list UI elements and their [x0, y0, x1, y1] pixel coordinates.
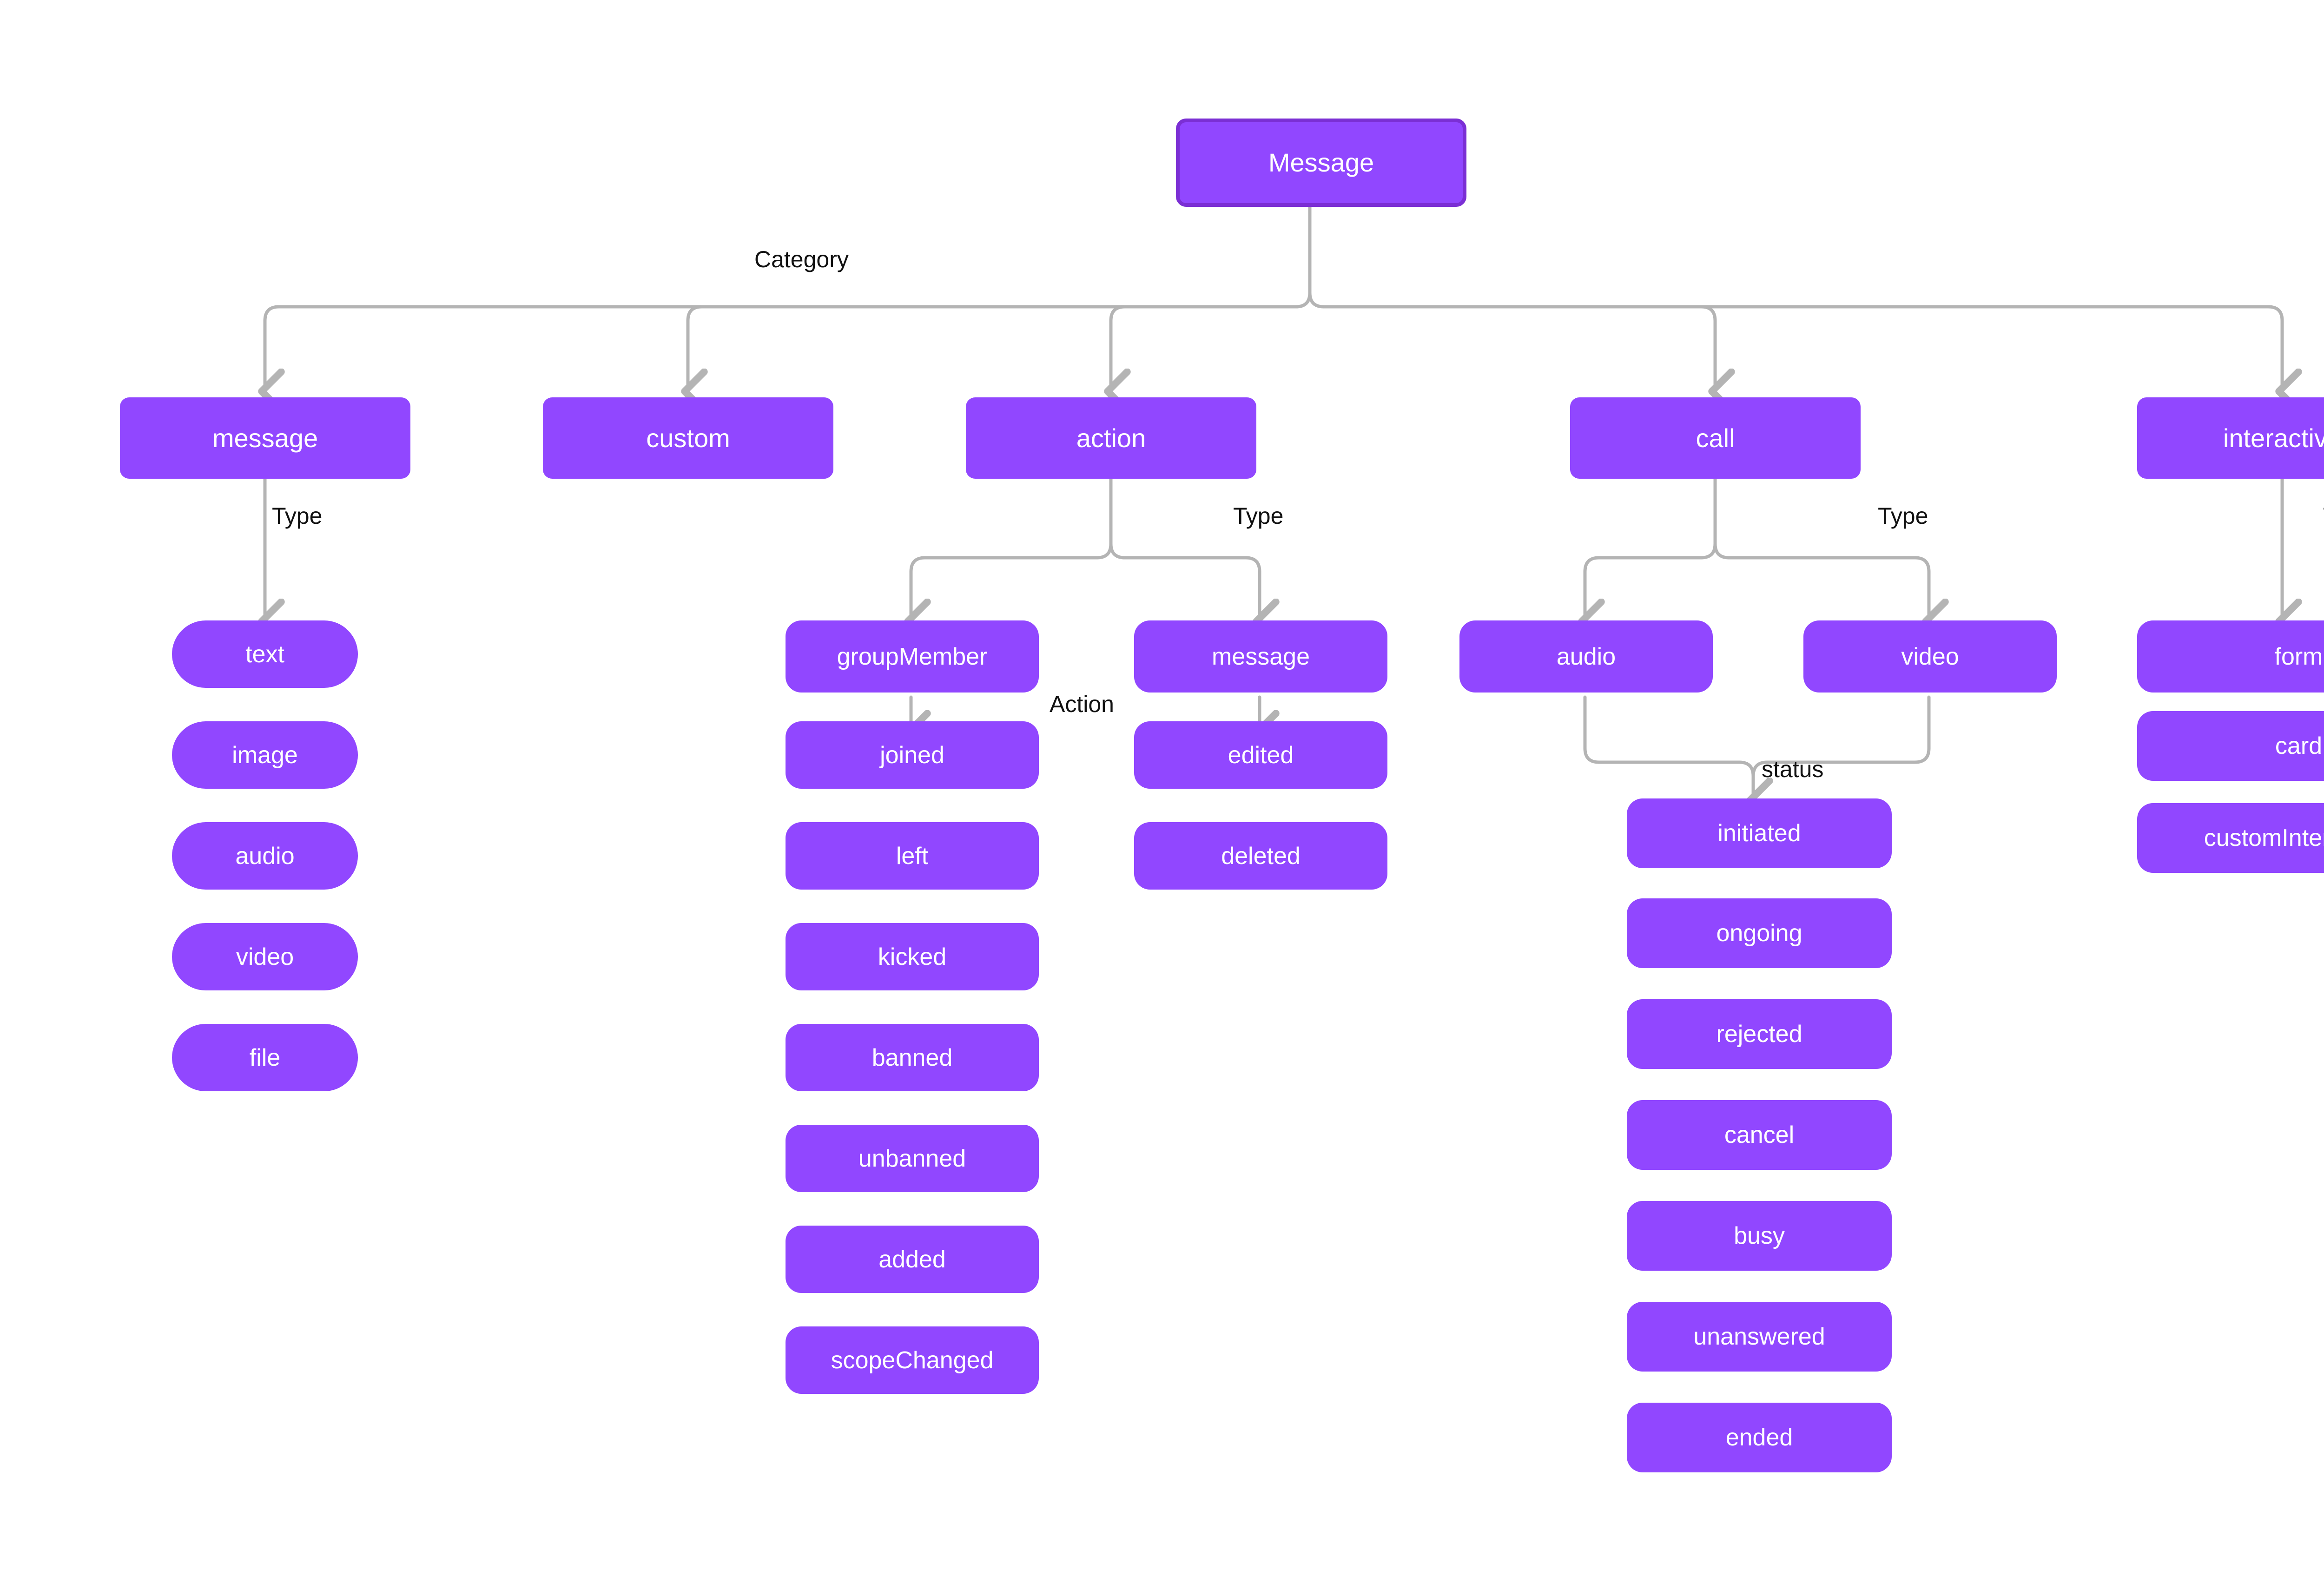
node-call-status-busy[interactable]: busy — [1627, 1201, 1892, 1271]
node-message-type-video[interactable]: video — [172, 923, 358, 990]
edge-call-video — [1727, 556, 1929, 618]
edge-label-status: status — [1762, 756, 1824, 782]
edge-label-type-interactive: Type — [2323, 504, 2324, 528]
node-groupmember-action-left[interactable]: left — [786, 822, 1039, 890]
edge-call-trunk-right — [1713, 542, 1731, 560]
node-root-message[interactable]: Message — [1176, 119, 1466, 207]
edge-label-type-action: Type — [1233, 503, 1284, 529]
node-category-call[interactable]: call — [1570, 397, 1861, 479]
node-groupmember-action-added[interactable]: added — [786, 1226, 1039, 1293]
edge-call-trunk — [1699, 477, 1717, 560]
node-call-status-cancel[interactable]: cancel — [1627, 1100, 1892, 1170]
node-category-message[interactable]: message — [120, 397, 410, 479]
node-action-type-message[interactable]: message — [1134, 620, 1387, 693]
edge-category-custom — [688, 305, 1298, 388]
node-groupmember-action-scopechanged[interactable]: scopeChanged — [786, 1326, 1039, 1394]
node-message-type-audio[interactable]: audio — [172, 822, 358, 890]
edge-label-type-message: Type — [272, 503, 323, 529]
node-groupmember-action-kicked[interactable]: kicked — [786, 923, 1039, 990]
node-category-action[interactable]: action — [966, 397, 1256, 479]
edge-action-trunk — [1095, 477, 1113, 560]
edge-root-trunk — [1294, 203, 1312, 309]
node-groupmember-action-joined[interactable]: joined — [786, 721, 1039, 789]
edge-call-audio — [1585, 556, 1703, 618]
node-message-action-edited[interactable]: edited — [1134, 721, 1387, 789]
node-call-type-video[interactable]: video — [1803, 620, 2057, 693]
edge-category-call — [1322, 305, 1715, 388]
node-call-status-ended[interactable]: ended — [1627, 1403, 1892, 1472]
node-groupmember-action-banned[interactable]: banned — [786, 1024, 1039, 1091]
node-call-status-ongoing[interactable]: ongoing — [1627, 898, 1892, 968]
edge-label-category: Category — [754, 246, 849, 272]
node-call-type-audio[interactable]: audio — [1459, 620, 1713, 693]
node-groupmember-action-unbanned[interactable]: unbanned — [786, 1125, 1039, 1192]
edge-label-action: Action — [1050, 691, 1114, 717]
edge-category-action — [1111, 305, 1298, 388]
node-interactive-type-form[interactable]: form — [2137, 620, 2324, 693]
edge-action-groupmember — [911, 556, 1099, 618]
edge-action-message — [1123, 556, 1260, 618]
node-category-custom[interactable]: custom — [543, 397, 833, 479]
node-message-type-image[interactable]: image — [172, 721, 358, 789]
edge-category-message — [265, 305, 1298, 388]
edge-root-trunk-right — [1308, 291, 1326, 309]
node-call-status-unanswered[interactable]: unanswered — [1627, 1302, 1892, 1372]
edge-category-interactive — [1322, 305, 2282, 388]
edge-action-trunk-right — [1109, 542, 1127, 560]
node-action-type-groupmember[interactable]: groupMember — [786, 620, 1039, 693]
node-interactive-type-card[interactable]: card — [2137, 711, 2324, 781]
edge-audio-status — [1583, 695, 1755, 778]
edge-label-type-call: Type — [1878, 503, 1928, 529]
node-call-status-initiated[interactable]: initiated — [1627, 798, 1892, 868]
node-call-status-rejected[interactable]: rejected — [1627, 999, 1892, 1069]
node-message-action-deleted[interactable]: deleted — [1134, 822, 1387, 890]
node-message-type-text[interactable]: text — [172, 620, 358, 688]
node-interactive-type-custominteractive[interactable]: customInteractive — [2137, 803, 2324, 873]
node-category-interactive[interactable]: interactive — [2137, 397, 2324, 479]
node-message-type-file[interactable]: file — [172, 1024, 358, 1091]
